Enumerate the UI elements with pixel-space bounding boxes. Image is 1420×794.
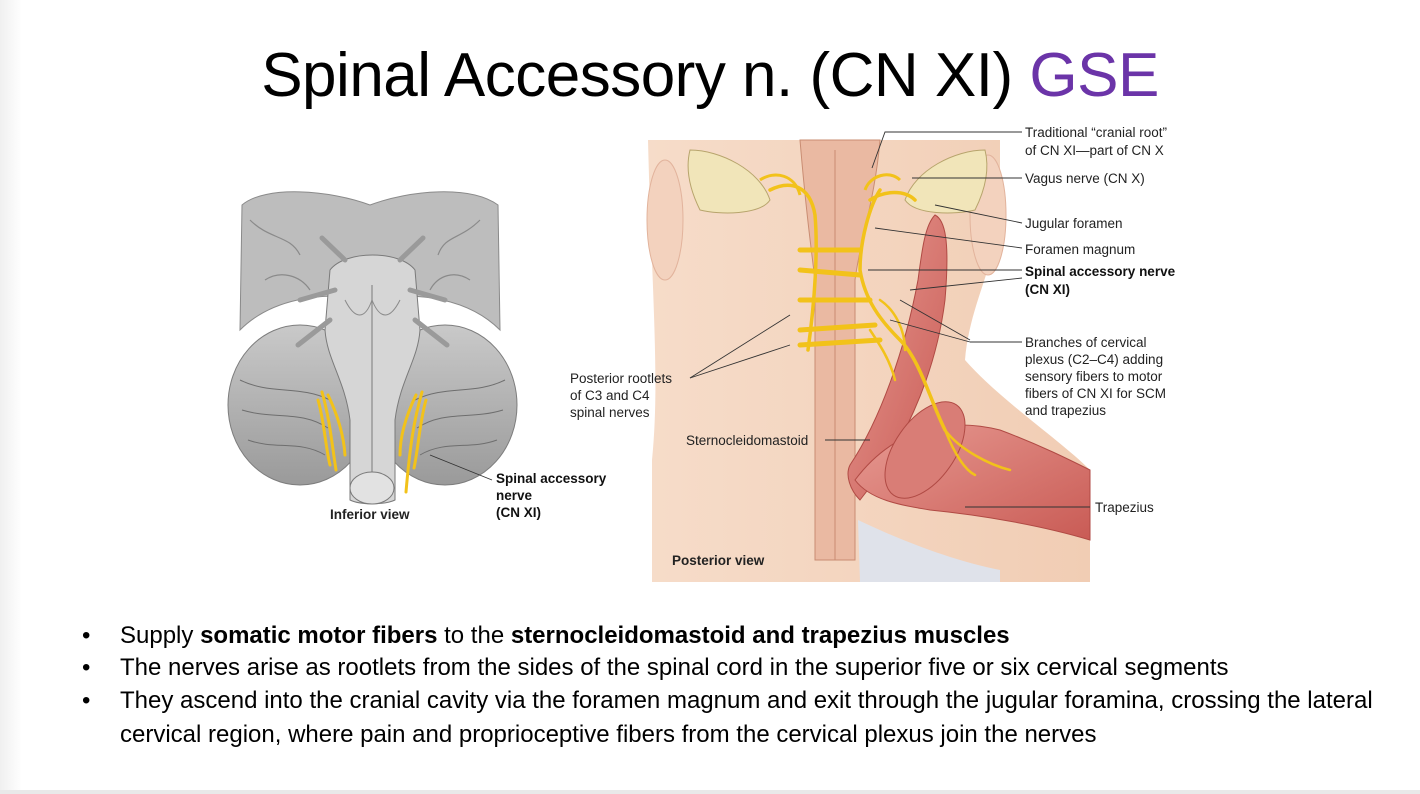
- label-branches-line3: sensory fibers to motor: [1025, 369, 1163, 384]
- left-edge-shade: [0, 0, 22, 794]
- label-spinal-accessory-line1: Spinal accessory nerve: [1025, 264, 1176, 279]
- inferior-view-illustration: Inferior view Spinal accessory nerve (CN…: [227, 191, 607, 522]
- label-cranial-root-line2: of CN XI—part of CN X: [1025, 143, 1164, 158]
- inferior-nerve-label-line3: (CN XI): [496, 505, 541, 520]
- bullet-dot: •: [82, 687, 91, 714]
- bullet-item: • They ascend into the cranial cavity via…: [82, 684, 1382, 752]
- bullet-text: Supply: [120, 622, 201, 649]
- label-trapezius: Trapezius: [1095, 500, 1154, 515]
- bullet-text: They ascend into the cranial cavity via …: [120, 687, 1373, 748]
- label-sternocleidomastoid: Sternocleidomastoid: [686, 433, 808, 448]
- bottom-rule: [0, 790, 1420, 794]
- label-foramen-magnum: Foramen magnum: [1025, 242, 1135, 257]
- title-accent: GSE: [1029, 41, 1159, 110]
- label-branches-line5: and trapezius: [1025, 403, 1106, 418]
- label-spinal-accessory-line2: (CN XI): [1025, 282, 1070, 297]
- bullet-list: • Supply somatic motor fibers to the ster…: [82, 620, 1382, 752]
- bullet-dot: •: [82, 622, 91, 649]
- anatomy-figure: Inferior view Spinal accessory nerve (CN…: [227, 125, 1176, 582]
- label-vagus-nerve: Vagus nerve (CN X): [1025, 171, 1145, 186]
- bullet-item: • Supply somatic motor fibers to the ster…: [82, 620, 1382, 652]
- posterior-view-illustration: Traditional “cranial root” of CN XI—part…: [570, 125, 1176, 582]
- label-branches-line4: fibers of CN XI for SCM: [1025, 386, 1166, 401]
- leader-lines: [689, 131, 1090, 508]
- label-branches-line2: plexus (C2–C4) adding: [1025, 352, 1163, 367]
- label-cranial-root-line1: Traditional “cranial root”: [1025, 125, 1167, 140]
- label-rootlets-line2: of C3 and C4: [570, 388, 650, 403]
- label-rootlets-line1: Posterior rootlets: [570, 371, 672, 386]
- bullet-text: to the: [437, 622, 511, 649]
- bullet-bold-text: somatic motor fibers: [200, 622, 438, 649]
- label-branches-line1: Branches of cervical: [1025, 335, 1147, 350]
- label-jugular-foramen: Jugular foramen: [1025, 216, 1123, 231]
- slide-title: Spinal Accessory n. (CN XI) GSE: [0, 38, 1420, 114]
- inferior-nerve-label-line1: Spinal accessory: [496, 471, 607, 486]
- posterior-view-caption: Posterior view: [672, 553, 765, 568]
- inferior-nerve-label-line2: nerve: [496, 488, 533, 503]
- inferior-view-caption: Inferior view: [330, 507, 410, 522]
- label-rootlets-line3: spinal nerves: [570, 405, 650, 420]
- bullet-item: • The nerves arise as rootlets from the s…: [82, 652, 1382, 684]
- bullet-bold-text: sternocleidomastoid and trapezius muscle…: [510, 622, 1010, 649]
- bullet-text: The nerves arise as rootlets from the si…: [120, 654, 1229, 681]
- bullet-dot: •: [82, 654, 91, 681]
- title-text: Spinal Accessory n. (CN XI): [261, 41, 1013, 110]
